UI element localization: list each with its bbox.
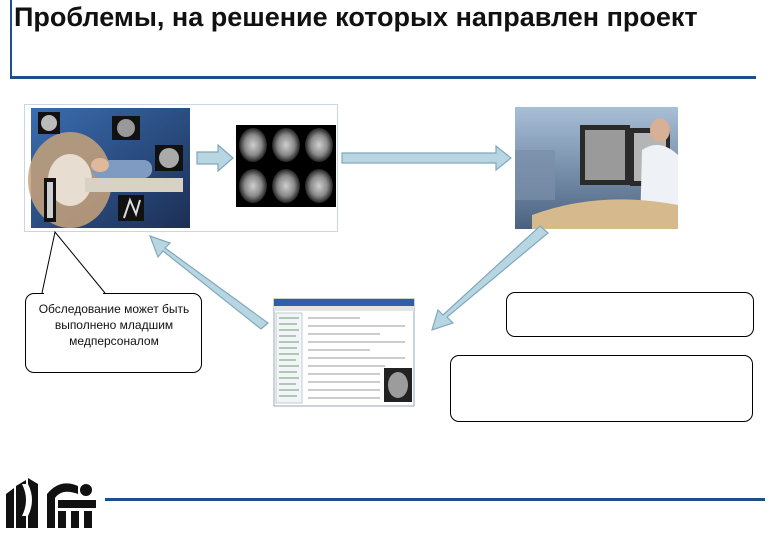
title-frame <box>10 0 756 79</box>
callout-text: Обследование может быть выполнено младши… <box>38 302 190 348</box>
slide-title: Проблемы, на решение которых направлен п… <box>14 2 698 32</box>
arrow-right-icon <box>341 144 512 172</box>
footer-rule <box>105 498 765 501</box>
empty-textbox-1 <box>506 292 754 337</box>
scan-panel <box>24 104 338 232</box>
empty-textbox-2 <box>450 355 753 422</box>
